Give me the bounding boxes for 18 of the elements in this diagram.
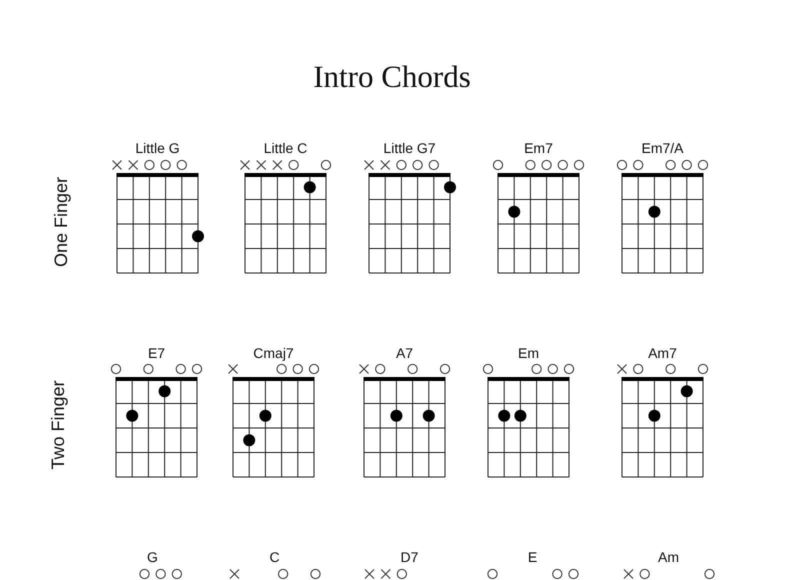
row-label: Two Finger bbox=[48, 380, 68, 470]
chord-name: Am7 bbox=[648, 344, 677, 362]
chord-name: Little C bbox=[264, 139, 308, 157]
chord-name: E bbox=[528, 548, 538, 566]
chord-name: C bbox=[269, 548, 280, 566]
title: Intro Chords bbox=[313, 58, 471, 96]
chord-name: A7 bbox=[396, 344, 414, 362]
row-label: One Finger bbox=[51, 176, 71, 268]
chord-name: Em bbox=[518, 344, 539, 362]
chord-name: D7 bbox=[400, 548, 418, 566]
chord-name: Little G bbox=[135, 139, 180, 157]
chord-name: Am bbox=[658, 548, 679, 566]
chord-name: G bbox=[147, 548, 158, 566]
chord-name: Em7/A bbox=[641, 139, 684, 157]
chord-name: Little G7 bbox=[383, 139, 436, 157]
chord-name: E7 bbox=[148, 344, 166, 362]
chord-name: Cmaj7 bbox=[253, 344, 294, 362]
chord-name: Em7 bbox=[524, 139, 553, 157]
